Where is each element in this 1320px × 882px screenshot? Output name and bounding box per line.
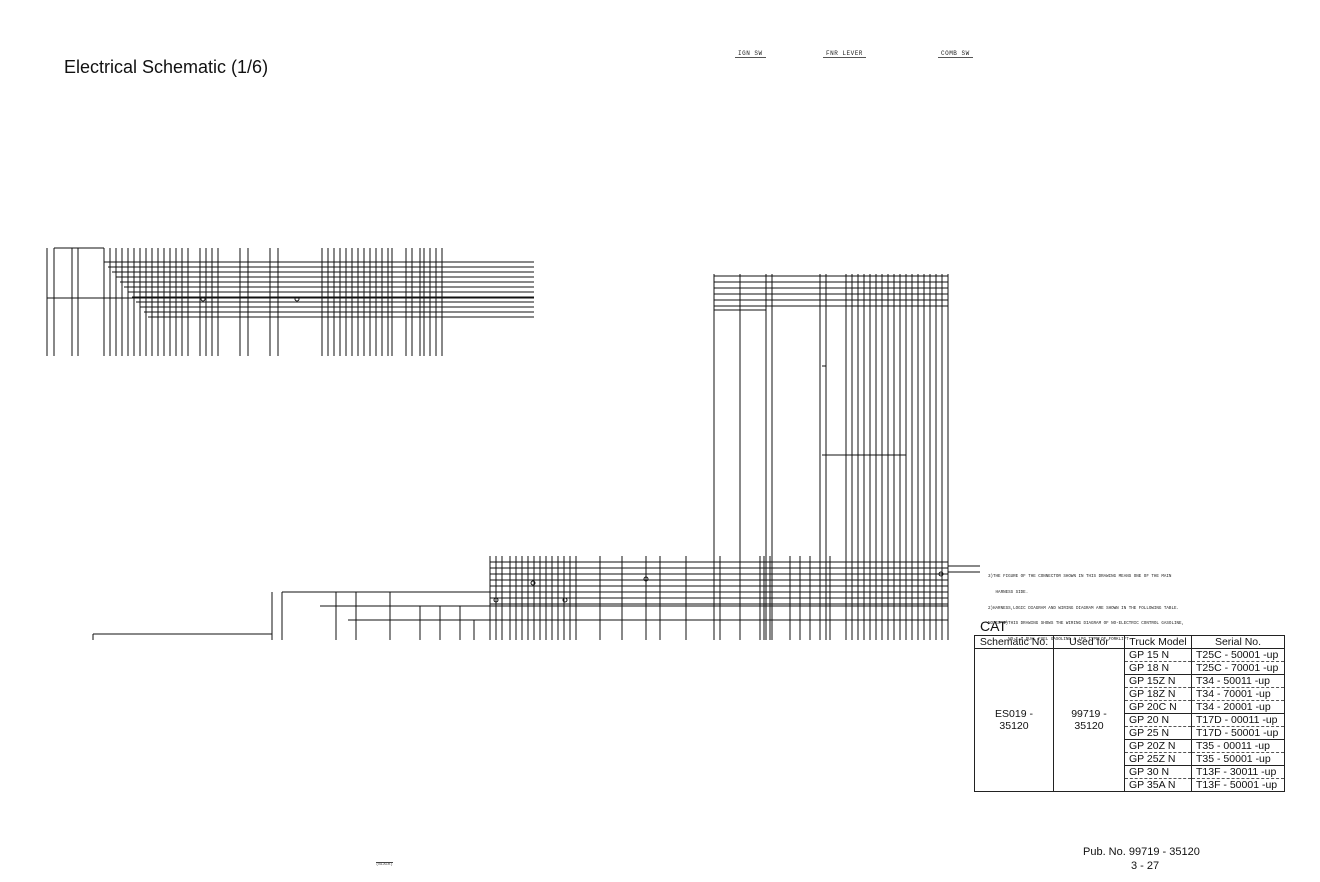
table-row: ES019 - 35120 99719 - 35120 GP 15 N T25C… [974, 648, 1285, 792]
table-row: GP 15Z N T34 - 50011 -up [975, 674, 1285, 688]
serial-no-cell: T34 - 50011 -up [1191, 674, 1285, 688]
truck-model-cell: GP 25 N [1124, 726, 1192, 740]
comb-sw-label: COMB SW [938, 50, 973, 58]
serial-no-cell: T34 - 70001 -up [1191, 687, 1285, 701]
junction-dot [562, 597, 568, 603]
serial-no-cell: T17D - 00011 -up [1191, 713, 1285, 727]
col-schematic-no: Schematic No. [974, 635, 1054, 649]
table-row: GP 18Z N T34 - 70001 -up [975, 687, 1285, 701]
fnr-lever-label: FNR LEVER [823, 50, 866, 58]
serial-no-cell: T25C - 70001 -up [1191, 661, 1285, 675]
schematic-table: Schematic No. Used for Truck Model Seria… [974, 635, 1285, 792]
page-title: Electrical Schematic (1/6) [64, 57, 269, 77]
table-row: GP 18 N T25C - 70001 -up [975, 661, 1285, 675]
schematic-no-cell: ES019 - 35120 [974, 648, 1054, 792]
truck-model-cell: GP 20C N [1124, 700, 1192, 714]
note-line: 3)THE FIGURE OF THE CONNECTOR SHOWN IN T… [988, 575, 1172, 580]
truck-model-cell: GP 20 N [1124, 713, 1192, 727]
truck-model-cell: GP 35A N [1124, 778, 1192, 792]
note-line: NOTES 1)THIS DRAWING SHOWS THE WIRING DI… [988, 622, 1185, 627]
junction-dot [493, 597, 499, 603]
table-row: GP 30 N T13F - 30011 -up [975, 765, 1285, 779]
truck-model-cell: GP 15Z N [1124, 674, 1192, 688]
table-row: GP 25 N T17D - 50001 -up [975, 726, 1285, 740]
junction-dot [530, 580, 536, 586]
serial-no-cell: T25C - 50001 -up [1191, 648, 1285, 662]
table-row: GP 35A N T13F - 50001 -up [975, 778, 1285, 792]
truck-model-cell: GP 30 N [1124, 765, 1192, 779]
table-header-row: Schematic No. Used for Truck Model Seria… [974, 635, 1285, 649]
junction-dot [643, 576, 649, 582]
table-row: GP 20C N T34 - 20001 -up [975, 700, 1285, 714]
table-row: GP 20 N T17D - 00011 -up [975, 713, 1285, 727]
col-serial-no: Serial No. [1191, 635, 1285, 649]
note-line: 2)HARNESS,LOGIC DIAGRAM AND WIRING DIAGR… [988, 606, 1179, 611]
truck-model-cell: GP 25Z N [1124, 752, 1192, 766]
serial-no-cell: T13F - 30011 -up [1191, 765, 1285, 779]
page-number: 3 - 27 [1131, 860, 1160, 872]
serial-no-cell: T35 - 00011 -up [1191, 739, 1285, 753]
truck-model-cell: GP 20Z N [1124, 739, 1192, 753]
table-row: GP 20Z N T35 - 00011 -up [975, 739, 1285, 753]
serial-no-cell: T35 - 50001 -up [1191, 752, 1285, 766]
junction-dot [294, 296, 300, 302]
col-used-for: Used for [1053, 635, 1125, 649]
truck-model-cell: GP 15 N [1124, 648, 1192, 662]
publication-number: Pub. No. 99719 - 35120 [1083, 846, 1200, 858]
serial-no-cell: T17D - 50001 -up [1191, 726, 1285, 740]
serial-no-cell: T34 - 20001 -up [1191, 700, 1285, 714]
table-row: GP 25Z N T35 - 50001 -up [975, 752, 1285, 766]
note-line: HARNESS SIDE. [988, 591, 1029, 596]
truck-model-cell: GP 18Z N [1124, 687, 1192, 701]
used-for-cell: 99719 - 35120 [1053, 648, 1125, 792]
col-truck-model: Truck Model [1124, 635, 1192, 649]
junction-dot [200, 296, 206, 302]
ign-sw-label: IGN SW [735, 50, 766, 58]
color-label: (BLACK) [376, 862, 393, 867]
junction-dot [938, 571, 944, 577]
truck-model-cell: GP 18 N [1124, 661, 1192, 675]
brand-label: CAT [980, 618, 1007, 634]
serial-no-cell: T13F - 50001 -up [1191, 778, 1285, 792]
